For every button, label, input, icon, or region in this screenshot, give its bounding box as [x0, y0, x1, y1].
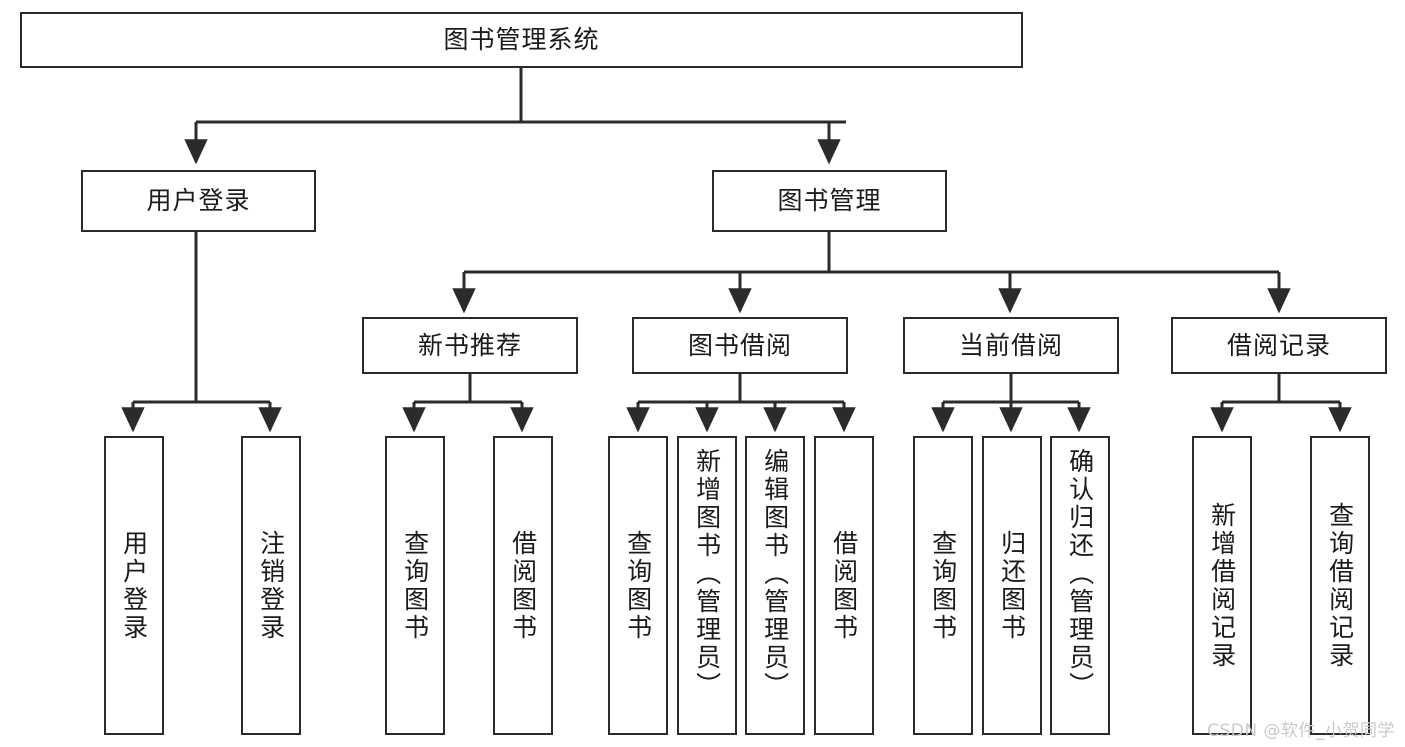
leaf-book-borrow-lend[interactable]: 借阅图书 [814, 436, 874, 735]
node-book-borrow[interactable]: 图书借阅 [632, 317, 848, 374]
leaf-borrow-record-add-label: 新增借阅记录 [1207, 501, 1237, 670]
leaf-book-borrow-add[interactable]: 新增图书（管理员） [677, 436, 737, 735]
leaf-user-login-signout[interactable]: 注销登录 [241, 436, 301, 735]
leaf-current-borrow-confirm-return[interactable]: 确认归还（管理员） [1050, 436, 1110, 735]
leaf-user-login-signin-label: 用户登录 [119, 529, 149, 642]
leaf-current-borrow-return-label: 归还图书 [997, 529, 1027, 642]
node-new-book-recommend-label: 新书推荐 [417, 330, 522, 360]
leaf-borrow-record-query-label: 查询借阅记录 [1325, 501, 1355, 670]
leaf-book-borrow-edit[interactable]: 编辑图书（管理员） [745, 436, 805, 735]
leaf-new-book-borrow-label: 借阅图书 [508, 529, 538, 642]
node-root[interactable]: 图书管理系统 [20, 12, 1023, 68]
node-borrow-record[interactable]: 借阅记录 [1171, 317, 1387, 374]
leaf-current-borrow-query[interactable]: 查询图书 [913, 436, 973, 735]
leaf-book-borrow-edit-label: 编辑图书（管理员） [760, 448, 790, 700]
leaf-current-borrow-confirm-return-label: 确认归还（管理员） [1065, 448, 1095, 700]
leaf-user-login-signout-label: 注销登录 [256, 529, 286, 642]
node-current-borrow[interactable]: 当前借阅 [903, 317, 1119, 374]
leaf-new-book-borrow[interactable]: 借阅图书 [493, 436, 553, 735]
node-book-management-label: 图书管理 [777, 186, 882, 216]
node-borrow-record-label: 借阅记录 [1226, 330, 1331, 360]
node-book-borrow-label: 图书借阅 [687, 330, 792, 360]
node-root-label: 图书管理系统 [443, 25, 600, 55]
node-user-login-label: 用户登录 [146, 186, 251, 216]
leaf-new-book-query[interactable]: 查询图书 [385, 436, 445, 735]
node-user-login[interactable]: 用户登录 [81, 170, 316, 232]
leaf-book-borrow-query-label: 查询图书 [623, 529, 653, 642]
leaf-book-borrow-add-label: 新增图书（管理员） [692, 448, 722, 700]
node-current-borrow-label: 当前借阅 [958, 330, 1063, 360]
leaf-current-borrow-return[interactable]: 归还图书 [982, 436, 1042, 735]
node-book-management[interactable]: 图书管理 [712, 170, 947, 232]
leaf-borrow-record-query[interactable]: 查询借阅记录 [1310, 436, 1370, 735]
leaf-user-login-signin[interactable]: 用户登录 [104, 436, 164, 735]
leaf-book-borrow-query[interactable]: 查询图书 [608, 436, 668, 735]
csdn-watermark: CSDN @软件_小贺同学 [1207, 721, 1395, 741]
leaf-borrow-record-add[interactable]: 新增借阅记录 [1192, 436, 1252, 735]
leaf-current-borrow-query-label: 查询图书 [928, 529, 958, 642]
leaf-new-book-query-label: 查询图书 [400, 529, 430, 642]
leaf-book-borrow-lend-label: 借阅图书 [829, 529, 859, 642]
node-new-book-recommend[interactable]: 新书推荐 [362, 317, 578, 374]
